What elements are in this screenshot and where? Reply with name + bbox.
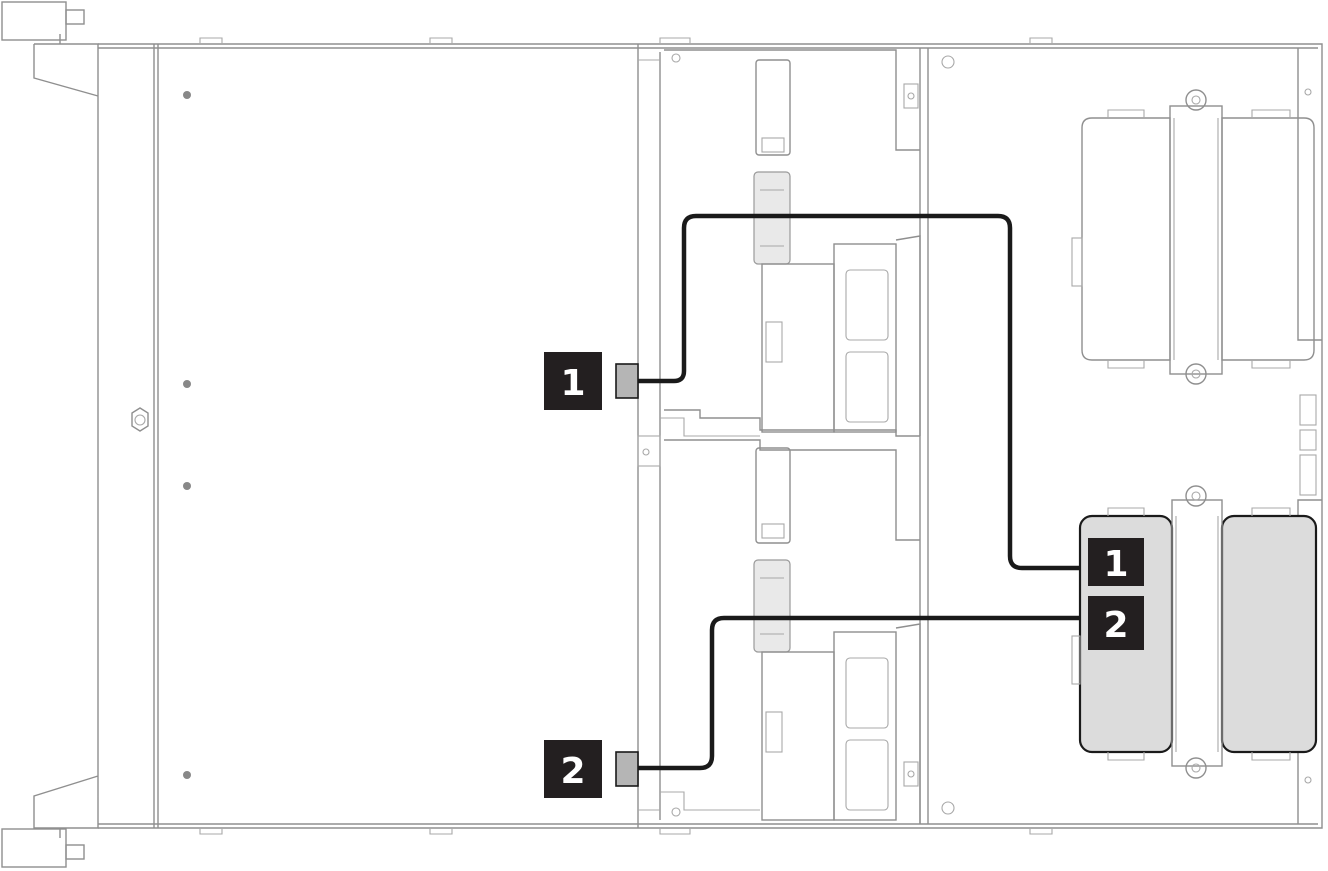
upper-riser-assembly [660,49,921,437]
cable-2 [638,615,1080,771]
rack-ear-top [1,1,67,41]
cable-1 [638,213,1080,571]
callout-1-text: 1 [1103,544,1128,585]
connector-2 [615,751,639,787]
connector-1 [615,363,639,399]
psu-upper [1071,89,1315,385]
callout-1-left: 1 [544,352,602,410]
lower-cable-clip [753,559,791,653]
callout-1-text: 1 [560,363,585,404]
callout-1-right: 1 [1088,538,1144,586]
rack-ear-bottom [1,828,67,868]
lower-riser-assembly [660,439,921,824]
hex-standoff [131,407,149,432]
callout-2-text: 2 [1103,605,1128,646]
callout-2-text: 2 [560,751,585,792]
callout-2-left: 2 [544,740,602,798]
screw [183,91,191,99]
callout-2-right: 2 [1088,596,1144,650]
